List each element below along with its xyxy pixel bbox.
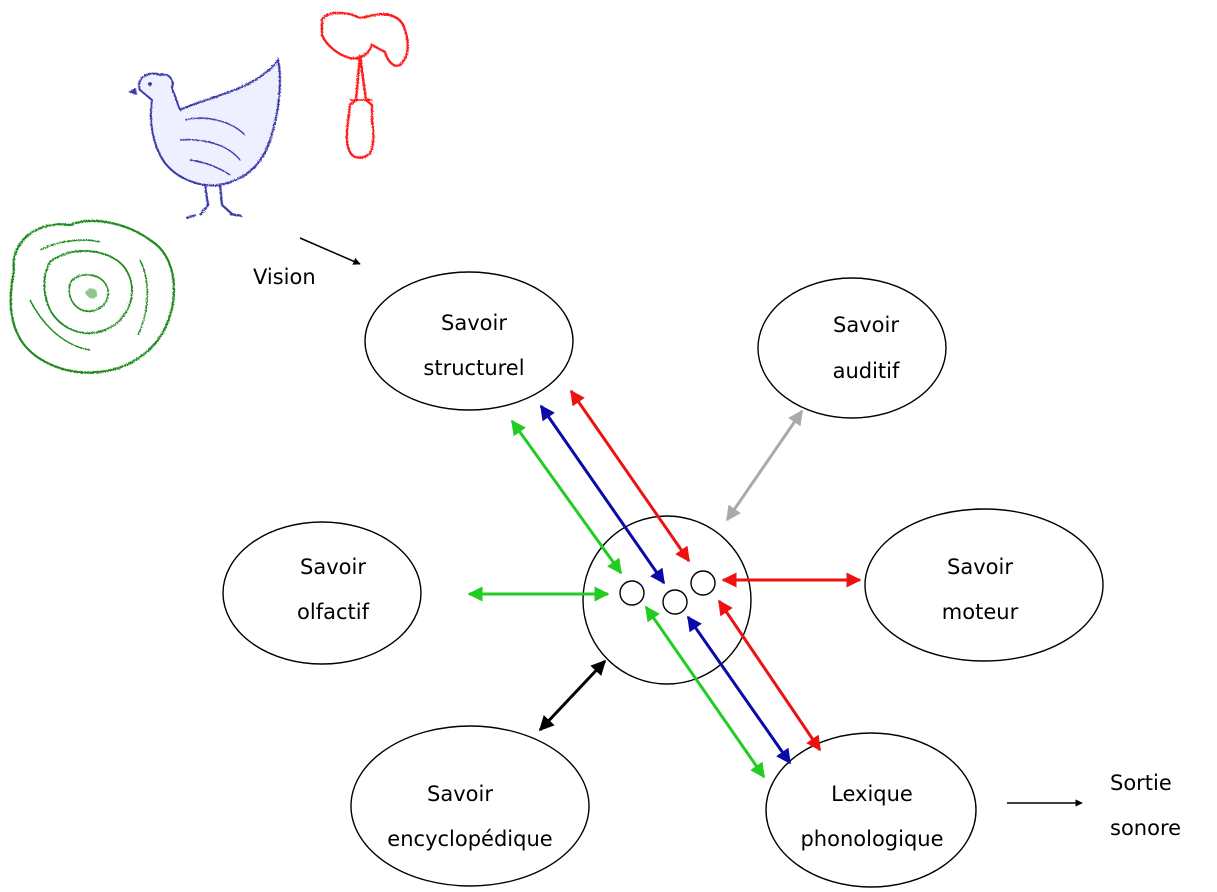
node-line1: Savoir [427,782,493,806]
vision-label: Vision [253,265,316,289]
node-line1: Savoir [300,555,366,579]
node-line1: Savoir [833,313,899,337]
output-label-line1: Sortie [1110,771,1172,795]
node-line2: encyclopédique [387,827,552,851]
node-savoir-encyclopedique: Savoir encyclopédique [350,725,590,887]
node-line1: Savoir [947,555,1013,579]
node-line2: phonologique [800,827,943,851]
node-line1: Lexique [831,782,913,806]
node-line2: auditif [833,359,900,383]
central-semantic-hub [582,515,752,685]
concept-node [619,580,645,606]
concept-node [662,589,688,615]
hammer-drawing [320,11,409,159]
chicken-drawing [128,57,281,220]
node-line2: olfactif [297,600,370,624]
vision-input-arrow [299,237,361,265]
red-arrow-lexique [717,599,822,752]
gray-arrow-auditif [725,409,804,522]
node-line2: moteur [942,600,1019,624]
node-line2: structurel [423,356,524,380]
output-label-line2: sonore [1110,816,1181,840]
red-arrow-structurel [569,389,691,563]
node-line1: Savoir [441,311,507,335]
concept-node [690,570,716,596]
black-arrow-encyclopedique [538,659,607,732]
node-savoir-moteur: Savoir moteur [864,508,1104,662]
node-savoir-olfactif: Savoir olfactif [222,521,422,665]
node-lexique-phonologique: Lexique phonologique [765,732,977,888]
node-savoir-structurel: Savoir structurel [364,271,574,411]
node-savoir-auditif: Savoir auditif [757,277,947,419]
rose-drawing [9,219,176,374]
